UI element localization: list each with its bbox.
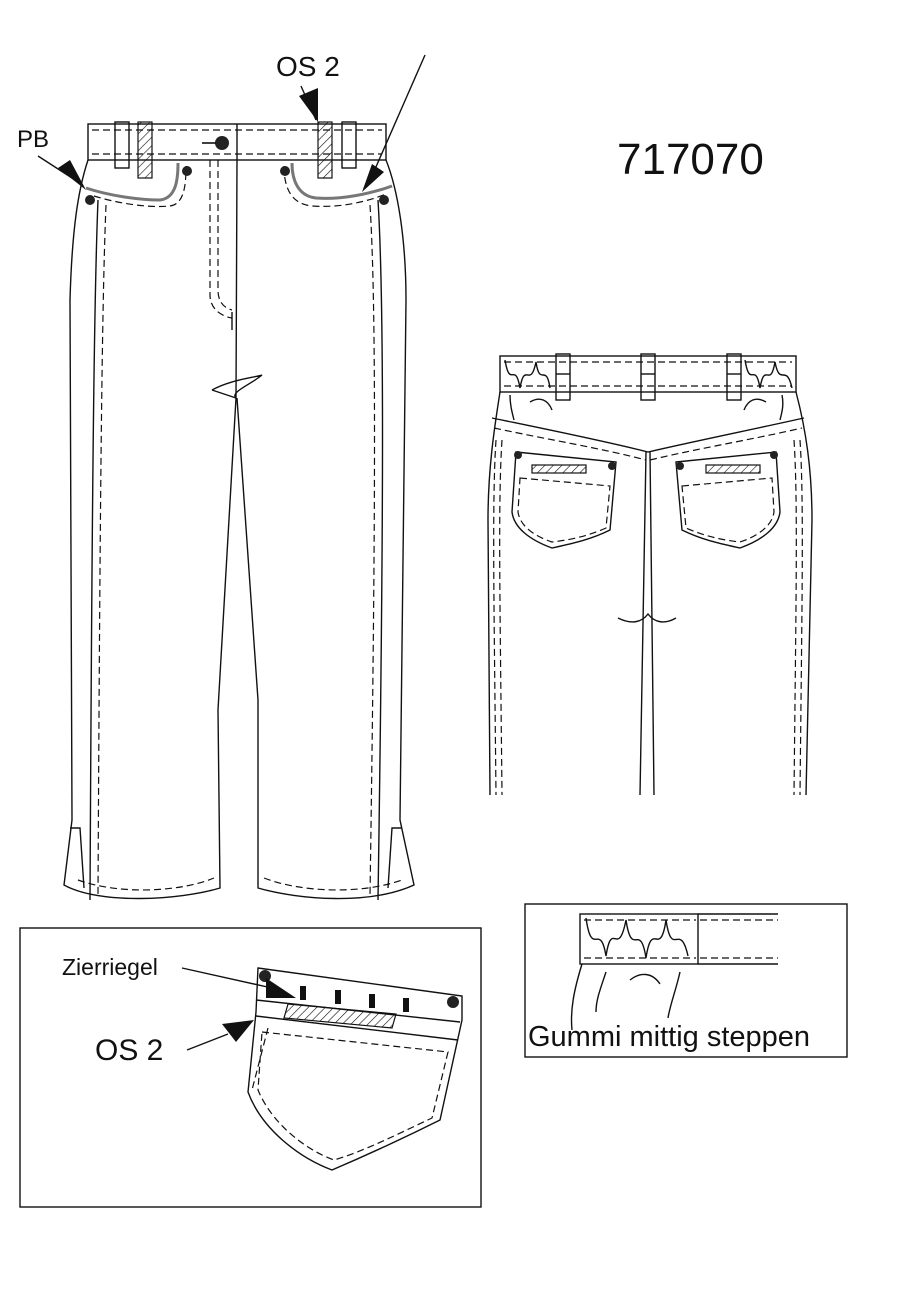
label-pb: PB — [17, 126, 50, 153]
back-pocket-left — [511, 451, 617, 549]
pocket-detail-drawing — [247, 967, 463, 1171]
back-waistband — [499, 355, 797, 393]
label-gummi: Gummi mittig steppen — [528, 1021, 811, 1053]
front-pocket-right — [290, 162, 393, 200]
front-button — [215, 136, 229, 150]
callout-os2-front — [299, 85, 318, 122]
back-pocket-right — [675, 451, 781, 549]
front-belt-loop-right — [317, 121, 357, 179]
elastic-detail-box — [524, 903, 848, 1058]
label-os2-pocket: OS 2 — [95, 1034, 164, 1067]
back-view-pants — [487, 353, 813, 796]
front-belt-loop-left — [114, 121, 153, 179]
fly-stitching — [209, 160, 233, 319]
callout-right-pocket — [362, 54, 426, 192]
front-right-leg — [236, 159, 415, 900]
label-zierriegel: Zierriegel — [62, 954, 158, 980]
pocket-detail-box — [19, 927, 482, 1208]
callout-pb — [37, 155, 86, 190]
front-pocket-left — [85, 162, 180, 202]
label-os2-front: OS 2 — [276, 51, 340, 82]
front-view-pants — [63, 121, 415, 901]
front-left-leg — [63, 159, 238, 900]
style-number: 717070 — [617, 135, 764, 184]
